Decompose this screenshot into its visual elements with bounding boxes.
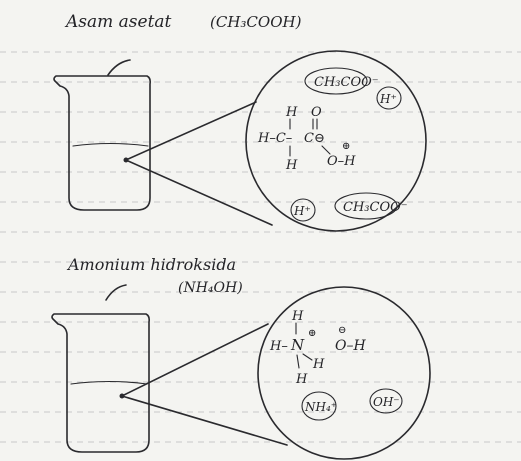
molecule-oh: O–H (327, 154, 356, 169)
pointer-arrow-top (107, 59, 131, 76)
h-ion-circle-bottom (290, 198, 316, 222)
acetate-ion-oval-bottom (334, 192, 398, 220)
molecule-h-plus-mark: ⊕ (342, 141, 350, 152)
beaker-bottom (51, 313, 150, 453)
h-ion-circle-top (376, 86, 402, 110)
beaker-top (53, 75, 151, 211)
sample-point-top (123, 157, 129, 163)
molecule-left-chain: H–C– (257, 131, 293, 146)
magnified-circle-bottom (257, 286, 431, 460)
acetic-acid-formula: (CH₃COOH) (210, 13, 302, 31)
liquid-level-top (72, 142, 149, 147)
nh4oh-h-top: H (291, 309, 304, 324)
notebook-lines (0, 51, 521, 443)
nh4oh-o-charge: ⊖ (338, 325, 346, 336)
ammonium-hydroxide-title: Amonium hidroksida (66, 255, 236, 274)
nh4oh-h-bottom: H (295, 372, 308, 387)
h-ion-bottom: H⁺ (293, 204, 311, 218)
acetate-ion-bottom: CH₃COO⁻ (343, 200, 408, 215)
liquid-level-bottom (70, 380, 148, 385)
ammonium-ion-oval (301, 391, 337, 421)
nh4oh-n: N (290, 336, 305, 354)
zoom-line-lower-top (125, 159, 273, 226)
ammonium-hydroxide-molecule: H H– N ⊕ ⊖ O–H H H (269, 309, 366, 387)
molecule-h-top: H (285, 105, 298, 120)
zoom-line-upper-top (125, 101, 257, 161)
hydroxide-ion: OH⁻ (373, 395, 400, 409)
molecule-h-bottom: H (285, 158, 298, 173)
zoom-line-lower-bottom (121, 395, 288, 446)
hydroxide-ion-oval (369, 388, 403, 414)
magnified-circle-top (245, 50, 427, 232)
pointer-arrow-bottom (105, 284, 127, 301)
ammonium-hydroxide-formula: (NH₄OH) (178, 280, 243, 296)
acetate-ion-oval-top (304, 67, 368, 95)
nh4oh-n-charge: ⊕ (308, 328, 316, 339)
zoom-line-upper-bottom (121, 323, 269, 397)
acetic-acid-title: Asam asetat (64, 12, 172, 32)
sample-point-bottom (119, 393, 125, 399)
nh4oh-h-right: H (312, 357, 325, 372)
nh4oh-oh: O–H (335, 338, 366, 354)
nh4oh-left: H– (269, 339, 288, 354)
h-ion-top: H⁺ (379, 92, 397, 106)
ammonium-ion: NH₄⁺ (304, 400, 337, 414)
molecule-c-charge: C⊖ (304, 131, 325, 146)
molecule-o-top: O (311, 105, 322, 120)
acetic-acid-molecule: H O H–C– C⊖ H O–H ⊕ (257, 105, 356, 173)
acetate-ion-top: CH₃COO⁻ (314, 75, 379, 90)
